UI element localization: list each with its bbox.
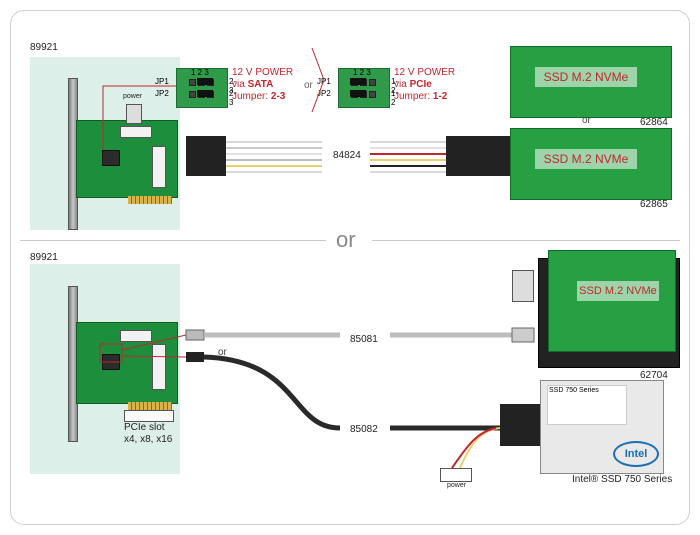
u2-connector-bottom [152,344,166,390]
pin-numbers: 1 2 3 [353,68,371,77]
cable-85082-connector-right [500,404,540,446]
cable-85081-label: 85081 [350,334,378,345]
sata-power-connector-top [120,126,152,138]
m2-adapter-62704: SSD M.2 NVMe [548,250,676,352]
article-62704: 62704 [640,370,668,381]
pcie-power-title: 12 V POWER [394,67,456,78]
adapter-label: SSD M.2 NVMe [535,149,637,169]
article-number-top: 89921 [30,42,58,53]
jp2-label: JP2 [317,89,331,98]
or-jumper: or [304,80,313,91]
pin-setting-1: 1-2 [391,77,399,95]
cable-84824-connector-right [446,136,510,176]
pcie-slot-line2: x4, x8, x16 [124,434,173,445]
power-label-top: power [123,93,143,100]
or-divider: or [336,227,356,252]
power-plug-62704 [512,270,534,302]
m2-adapter-62864: SSD M.2 NVMe [510,46,672,118]
cable-84824-wires-left [226,141,322,173]
ssd-model-text: SSD 750 Series [549,387,599,394]
intel-ssd: SSD 750 Series Intel [540,380,664,474]
jumper-separator-chevron [311,47,325,113]
sata-power-title: 12 V POWER [232,67,294,78]
power-label-bottom: power [447,482,467,489]
sata-jumper-line: Jumper: 2-3 [232,91,286,102]
cable-84824-wires-right [370,141,446,173]
or-cable: or [218,347,227,358]
pin-setting-2: 1-2 [391,89,399,107]
pcie-slot-line1: PCIe slot [124,422,165,433]
cable-85082-segment-left [203,354,341,431]
jumper-diagram-sata: JP1 JP2 1 2 3 2-3 2-3 [155,68,236,108]
cable-85081-plug-left [185,329,205,341]
jp1-label: JP1 [155,77,169,86]
divider-right [372,240,680,241]
jumper-leader-line [102,85,176,150]
card-gold-fingers-top [128,196,172,204]
highlight-port-1 [99,343,123,363]
jp2-label: JP2 [155,89,169,98]
u2-connector-top [152,146,166,188]
article-62865: 62865 [640,199,668,210]
m2-adapter-62865: SSD M.2 NVMe [510,128,672,200]
intel-ssd-caption: Intel® SSD 750 Series [572,474,673,485]
controller-chip-top [102,150,120,166]
pin-setting-2: 2-3 [229,89,237,107]
figure-frame [10,10,690,525]
pcie-via-line: via PCIe [394,79,432,90]
cable-84824-connector-left [186,136,226,176]
cable-85081-plug-right [511,327,535,343]
cable-84824-label: 84824 [333,150,361,161]
article-62864: 62864 [640,117,668,128]
pin-numbers: 1 2 3 [191,68,209,77]
power-plug-bottom [440,468,472,482]
card-gold-fingers-bottom [128,402,172,410]
ssd-label-sticker [547,385,627,425]
pin-setting-1: 2-3 [229,77,237,95]
cable-85082-plug-left [186,352,204,362]
jumper-diagram-pcie: JP1 JP2 1 2 3 1-2 1-2 [317,68,398,108]
cable-85082-label: 85082 [350,424,378,435]
or-adapter: or [582,115,591,126]
pcie-jumper-line: Jumper: 1-2 [394,91,448,102]
adapter-label: SSD M.2 NVMe [535,67,637,87]
sata-via-line: via SATA [232,79,274,90]
sata-power-connector-bottom [120,330,152,342]
power-plug-top [126,104,142,124]
adapter-label: SSD M.2 NVMe [577,281,659,301]
divider-left [20,240,326,241]
article-number-bottom: 89921 [30,252,58,263]
intel-logo: Intel [613,441,659,467]
pcie-slot-illustration [124,410,174,422]
